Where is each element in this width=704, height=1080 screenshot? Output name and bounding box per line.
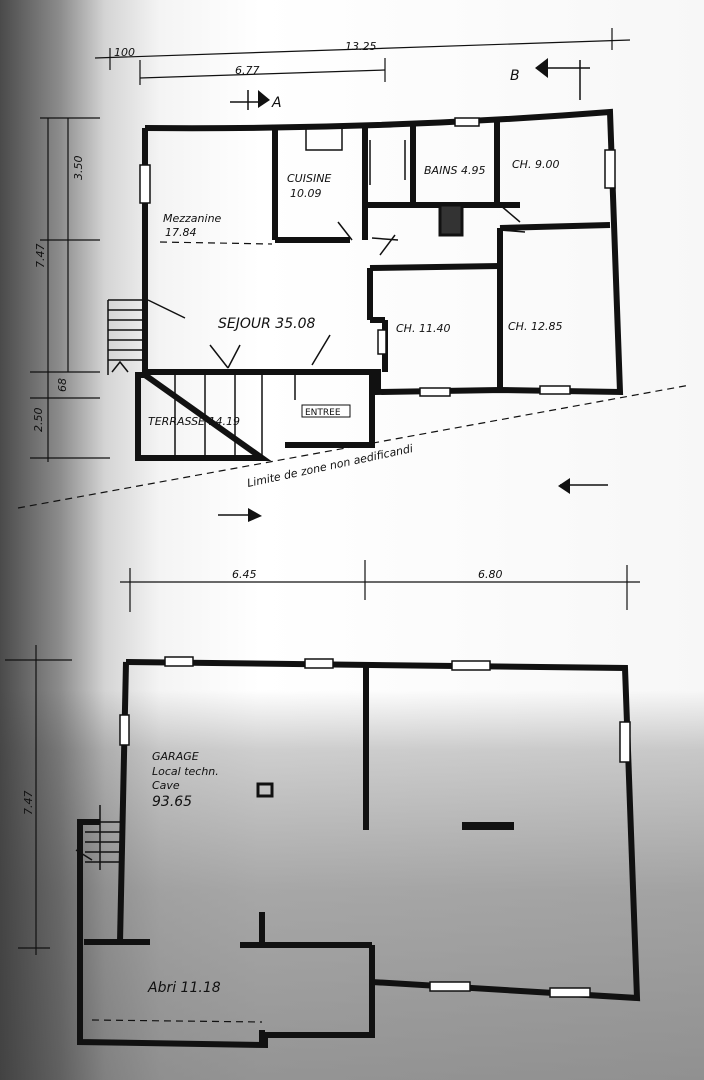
dim-left-upper: 3.50 — [72, 156, 85, 181]
photo-shadow — [0, 690, 704, 1080]
limit-line — [17, 384, 691, 509]
lower-top-dimensions: 6.45 6.80 — [120, 560, 640, 612]
dim-left-small: 68 — [56, 378, 69, 392]
section-label-a: A — [271, 95, 282, 111]
room-ch-left: CH. 11.40 — [396, 322, 450, 335]
upper-exterior-wall — [135, 108, 624, 461]
upper-interior-walls — [145, 118, 611, 390]
room-mezzanine: Mezzanine — [163, 212, 222, 225]
room-entree: ENTREE — [305, 408, 341, 418]
room-terrasse: TERRASSE 14.19 — [148, 415, 240, 428]
terrace-grid — [174, 375, 296, 458]
room-garage-cave: Cave — [152, 779, 180, 792]
upper-windows — [139, 117, 616, 397]
lower-exterior-wall — [77, 659, 641, 1049]
lower-stair — [75, 805, 120, 870]
dim-width-right: 6.80 — [478, 568, 503, 581]
lower-left-dimension: 7.47 — [5, 645, 72, 955]
room-cuisine-area: 10.09 — [290, 187, 322, 200]
dim-top-offset: 100 — [114, 46, 135, 59]
lower-interior-walls — [240, 665, 514, 1045]
abri-edge — [91, 1019, 263, 1023]
dim-width-left: 6.45 — [232, 568, 257, 581]
dim-left-lower: 2.50 — [32, 408, 45, 433]
upper-doors — [209, 140, 526, 369]
upper-stair — [107, 299, 186, 375]
room-mezzanine-area: 17.84 — [165, 226, 197, 239]
section-marker-b: B — [510, 58, 608, 494]
dim-height: 7.47 — [22, 791, 35, 816]
left-dimensions: 7.47 3.50 2.50 68 — [30, 117, 110, 462]
room-ch-top: CH. 9.00 — [512, 158, 559, 171]
mezzanine-edge — [159, 241, 273, 245]
upper-floor-plan: 100 13.25 6.77 A B — [17, 28, 691, 522]
dim-left-total: 7.47 — [34, 244, 47, 269]
section-marker-a: A — [218, 90, 282, 522]
room-garage: GARAGE — [152, 750, 199, 763]
room-garage-area: 93.65 — [152, 794, 192, 810]
room-abri: Abri 11.18 — [147, 980, 221, 996]
lower-floor-plan: 6.45 6.80 7.47 — [5, 560, 641, 1049]
dim-total-width: 13.25 — [345, 40, 377, 53]
section-label-b: B — [510, 68, 520, 84]
room-cuisine: CUISINE — [287, 172, 331, 185]
limit-label: Limite de zone non aedificandi — [246, 442, 414, 490]
top-dimensions: 100 13.25 6.77 — [94, 28, 631, 85]
room-garage-local: Local techn. — [152, 765, 219, 778]
room-bains: BAINS 4.95 — [424, 164, 486, 177]
dim-partial-width: 6.77 — [235, 64, 260, 77]
lower-windows — [119, 656, 631, 998]
room-ch-right: CH. 12.85 — [508, 320, 562, 333]
room-sejour: SEJOUR 35.08 — [218, 316, 315, 332]
